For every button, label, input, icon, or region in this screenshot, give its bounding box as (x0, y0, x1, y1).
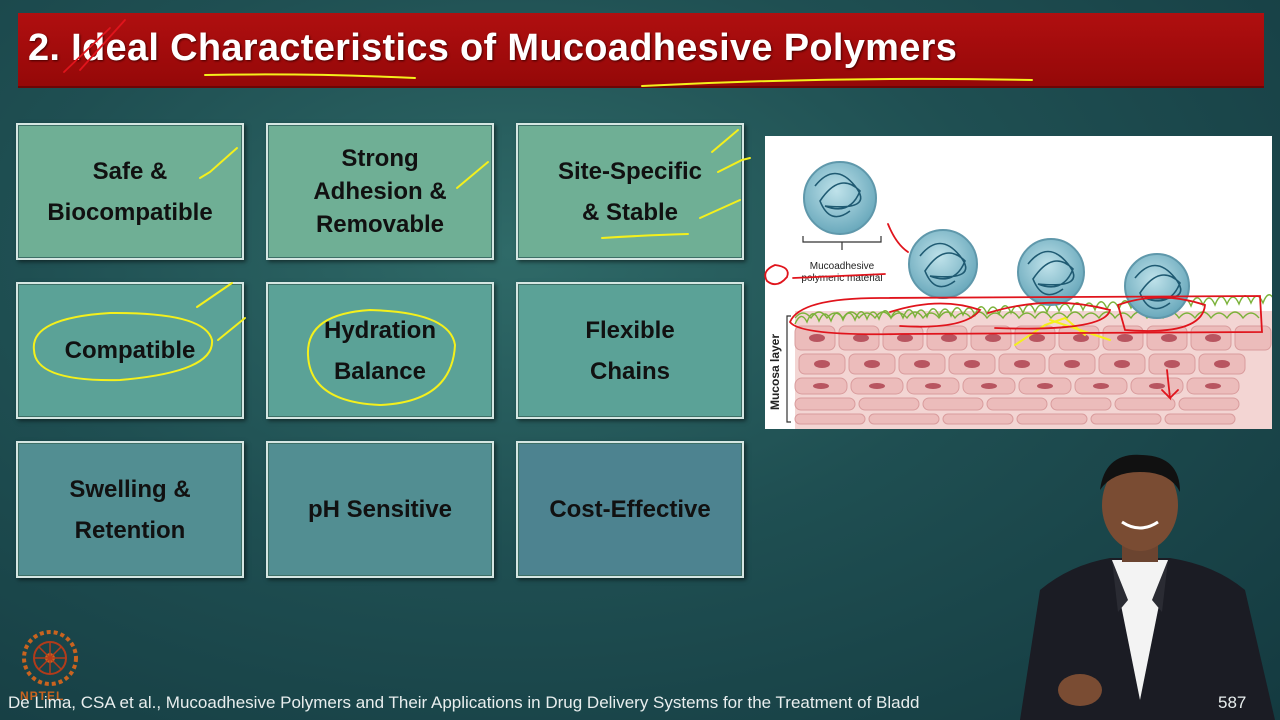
card-strong-adhesion: Strong Adhesion & Removable (266, 123, 494, 260)
polymer-label-line2: polymeric material (801, 273, 882, 284)
card-compatible: Compatible (16, 282, 244, 419)
nptel-logo-text: NPTEL (20, 689, 65, 703)
card-label: Compatible (64, 337, 196, 364)
card-label: Site-Specific & Stable (557, 157, 703, 226)
card-safe-biocompatible: Safe & Biocompatible (16, 123, 244, 260)
polymer-bracket (802, 236, 882, 250)
polymer-label-line1: Mucoadhesive (810, 261, 875, 272)
polymer-spheres (803, 161, 1190, 319)
nptel-logo (18, 628, 82, 700)
card-site-specific: Site-Specific & Stable (516, 123, 744, 260)
presenter-video (1000, 450, 1280, 720)
card-ph-sensitive: pH Sensitive (266, 441, 494, 578)
mucosa-cells (794, 311, 1272, 429)
mucosa-diagram: Mucoadhesive polymeric material Mucosa l… (768, 161, 1280, 429)
card-swelling-retention: Swelling & Retention (16, 441, 244, 578)
card-label: Hydration Balance (323, 316, 436, 385)
title-bar: 2. Ideal Characteristics of Mucoadhesive… (18, 13, 1264, 88)
mucosa-layer-label: Mucosa layer (768, 334, 782, 410)
card-label: Strong Adhesion & Removable (313, 145, 447, 238)
card-label: Flexible Chains (585, 316, 675, 385)
card-hydration-balance: Hydration Balance (266, 282, 494, 419)
page-number: 587 (1218, 693, 1247, 712)
card-label: Swelling & Retention (69, 475, 191, 544)
card-label: Cost-Effective (549, 496, 711, 523)
card-cost-effective: Cost-Effective (516, 441, 744, 578)
mucoadhesion-illustration: Mucoadhesive polymeric material Mucosa l… (765, 136, 1280, 429)
mucosa-bracket (786, 315, 791, 423)
card-label: Safe & Biocompatible (47, 157, 213, 226)
card-label: pH Sensitive (307, 496, 453, 523)
slide-title: 2. Ideal Characteristics of Mucoadhesive… (28, 27, 958, 69)
card-flexible-chains: Flexible Chains (516, 282, 744, 419)
citation: De Lima, CSA et al., Mucoadhesive Polyme… (8, 693, 920, 712)
